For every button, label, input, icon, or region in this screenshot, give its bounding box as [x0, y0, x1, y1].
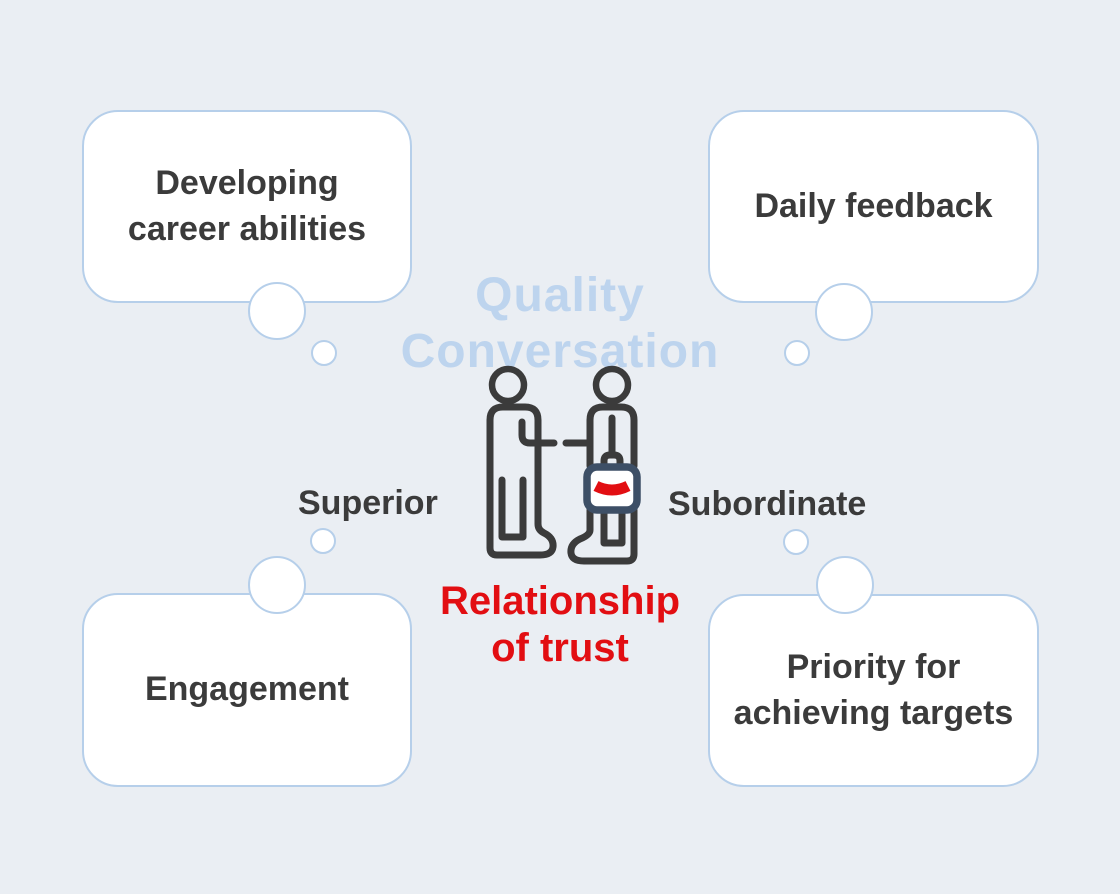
bubble-text-line: achieving targets: [733, 693, 1014, 732]
bubble-tail-circle: [783, 529, 809, 555]
superior-subordinate-conversation-icon: [486, 365, 641, 565]
thought-bubble-priority-for-achieving-targets: Priority for achieving targets: [708, 594, 1039, 787]
briefcase-icon: [583, 463, 641, 514]
bubble-text-line: Developing: [155, 163, 339, 202]
bubble-tail-circle: [248, 282, 306, 340]
quality-conversation-title-line1: Quality: [475, 269, 645, 322]
bubble-text-line: Engagement: [144, 670, 350, 709]
bubble-tail-circle: [816, 556, 874, 614]
bubble-tail-circle: [310, 528, 336, 554]
relationship-line1: Relationship: [439, 579, 681, 623]
bubble-text-line: Priority for: [786, 647, 961, 686]
bubble-tail-circle: [311, 340, 337, 366]
quality-conversation-title-line2: Conversation: [400, 324, 720, 378]
quality-conversation-title: Quality Conversation: [0, 268, 1120, 379]
subordinate-figure-icon: [562, 365, 638, 565]
superior-figure-icon: [486, 365, 558, 559]
superior-label: Superior: [298, 484, 438, 522]
thought-bubble-engagement: Engagement: [82, 593, 412, 787]
bubble-tail-circle: [248, 556, 306, 614]
briefcase-red-stripe: [593, 480, 631, 496]
relationship-of-trust-label: Relationship of trust: [0, 578, 1120, 672]
thought-bubble-daily-feedback: Daily feedback: [708, 110, 1039, 303]
bubble-text-line: Daily feedback: [754, 186, 993, 225]
thought-bubble-developing-career-abilities: Developing career abilities: [82, 110, 412, 303]
relationship-line2: of trust: [491, 626, 629, 671]
subordinate-label: Subordinate: [668, 485, 867, 523]
bubble-tail-circle: [815, 283, 873, 341]
briefcase-handle-icon: [600, 451, 624, 472]
bubble-text-line: career abilities: [127, 209, 367, 248]
bubble-tail-circle: [784, 340, 810, 366]
